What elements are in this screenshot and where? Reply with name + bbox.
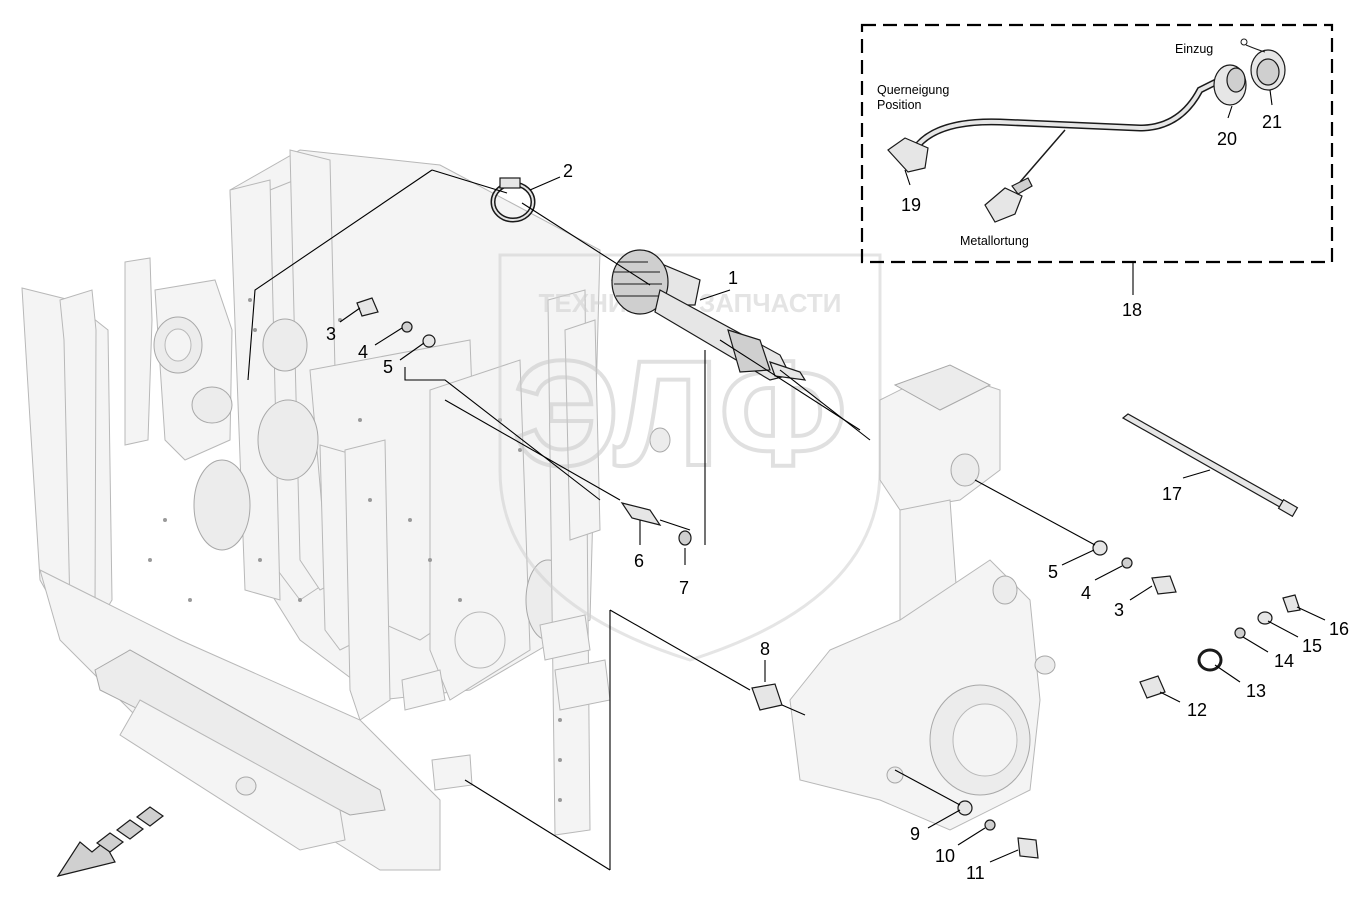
callout-13: 13 <box>1246 681 1266 701</box>
callout-9: 9 <box>910 824 920 844</box>
callout-21: 21 <box>1262 112 1282 132</box>
callout-19: 19 <box>901 195 921 215</box>
callout-3-right: 3 <box>1114 600 1124 620</box>
callout-3-top: 3 <box>326 324 336 344</box>
leader-lines <box>247 169 1326 871</box>
callout-14: 14 <box>1274 651 1294 671</box>
hardware <box>356 297 1301 859</box>
callout-4-right: 4 <box>1081 583 1091 603</box>
label-metallortung: Metallortung <box>960 234 1029 248</box>
callout-11: 11 <box>966 863 985 883</box>
callout-10: 10 <box>935 846 955 866</box>
direction-arrow <box>56 806 165 877</box>
callout-5-top: 5 <box>383 357 393 377</box>
callout-5-right: 5 <box>1048 562 1058 582</box>
wiring-harness-inset: Einzug Querneigung Position Metallortung <box>860 23 1334 264</box>
callout-20: 20 <box>1217 129 1237 149</box>
label-querneigung: Querneigung <box>877 83 949 97</box>
callout-1: 1 <box>728 268 738 288</box>
callout-2: 2 <box>563 161 573 181</box>
label-position: Position <box>877 98 922 112</box>
callout-6: 6 <box>634 551 644 571</box>
label-einzug: Einzug <box>1175 42 1213 56</box>
callout-16: 16 <box>1329 619 1349 639</box>
inset-frame <box>860 23 1334 264</box>
callout-12: 12 <box>1187 700 1207 720</box>
callout-4-top: 4 <box>358 342 368 362</box>
drive-shaft <box>610 249 807 381</box>
frame-assembly <box>21 149 671 871</box>
gearbox-housing <box>789 364 1056 831</box>
hose-clamp <box>490 177 536 223</box>
callout-numbers: 2 1 3 4 5 6 7 8 5 4 3 17 18 19 20 21 9 1… <box>326 112 1349 883</box>
callout-15: 15 <box>1302 636 1322 656</box>
callout-17: 17 <box>1162 484 1182 504</box>
callout-7: 7 <box>679 578 689 598</box>
callout-8: 8 <box>760 639 770 659</box>
callout-18: 18 <box>1122 300 1142 320</box>
